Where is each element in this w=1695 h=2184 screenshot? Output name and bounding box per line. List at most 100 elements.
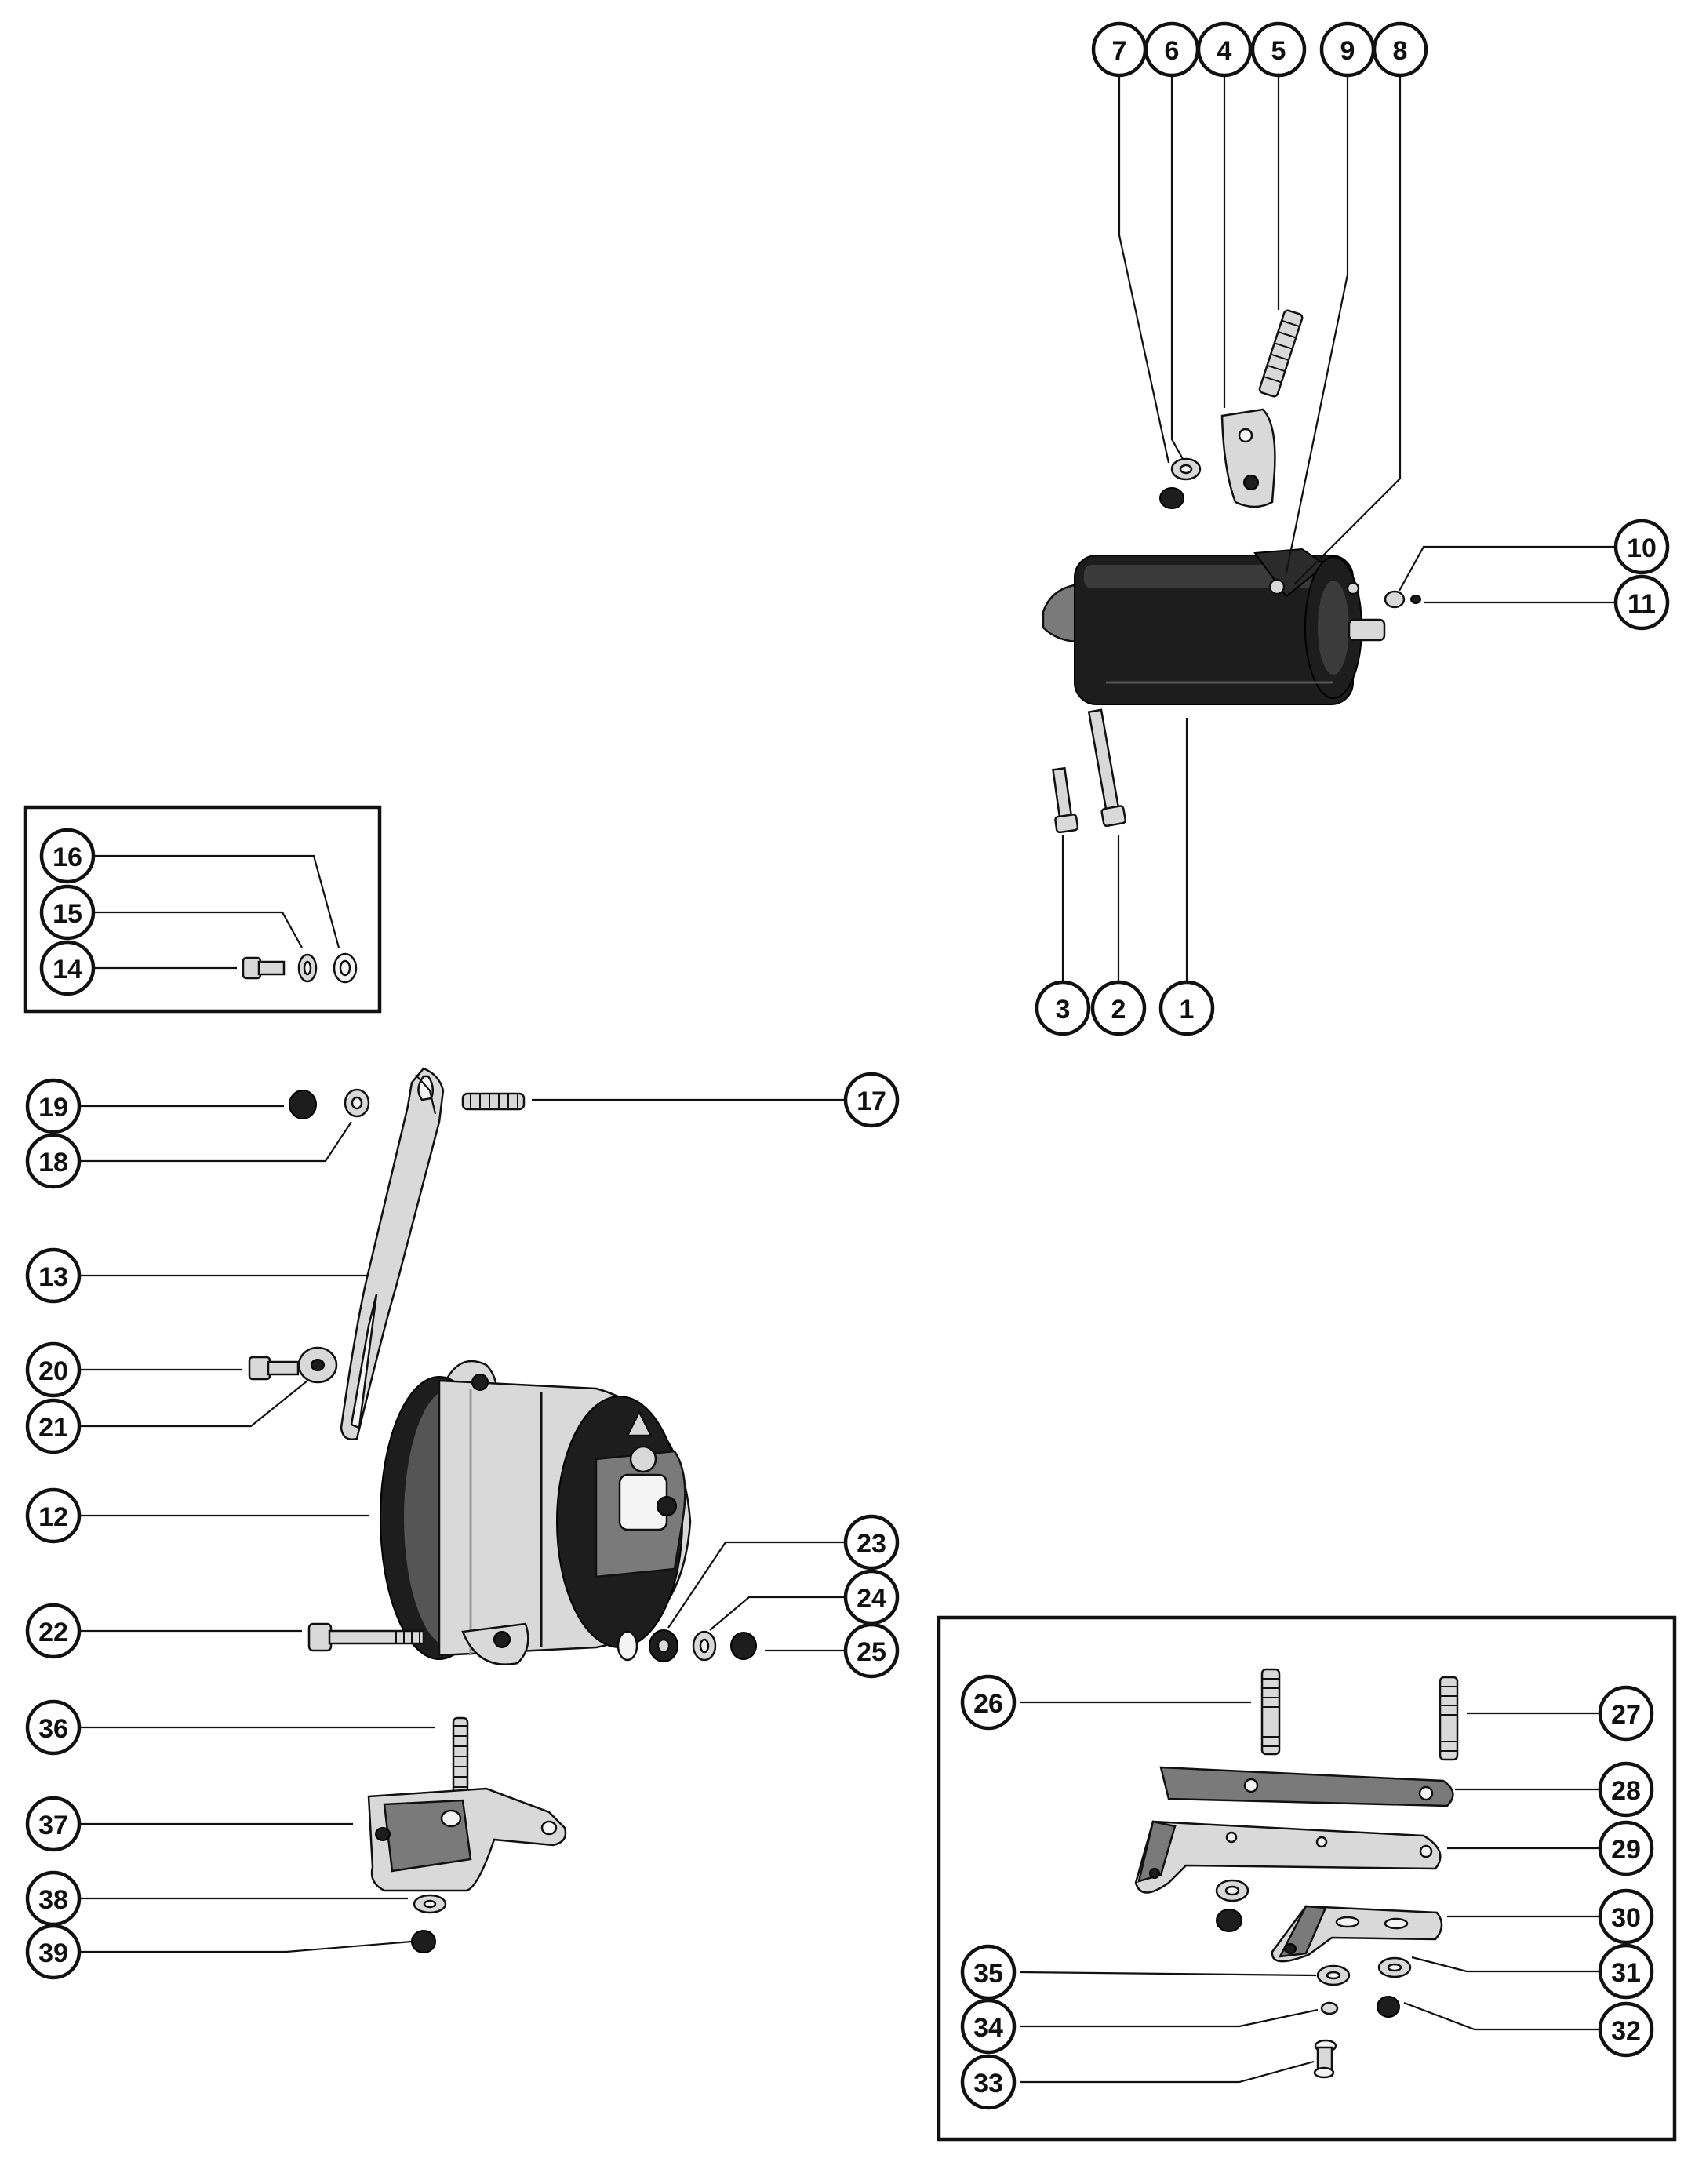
svg-text:3: 3 [1056, 995, 1071, 1025]
callout-26: 26 [960, 1674, 1017, 1731]
callout-25: 25 [843, 1622, 900, 1679]
alternator-mounting-bracket [367, 1787, 567, 1892]
svg-text:33: 33 [973, 2069, 1003, 2098]
bracket-stud [452, 1716, 469, 1806]
svg-text:36: 36 [38, 1714, 68, 1744]
svg-text:26: 26 [973, 1689, 1003, 1719]
svg-text:11: 11 [1628, 589, 1656, 619]
callout-2: 2 [1090, 980, 1147, 1036]
callout-32: 32 [1598, 2001, 1654, 2058]
starter-motor-group [1042, 309, 1421, 834]
starter-bolt-long [1087, 708, 1127, 828]
inset-bolt [242, 956, 286, 980]
svg-text:13: 13 [38, 1262, 68, 1292]
callout-3: 3 [1035, 980, 1091, 1036]
callout-1: 1 [1158, 980, 1215, 1036]
callout-39: 39 [25, 1924, 82, 1980]
inset-bracket-lower [1134, 1820, 1442, 1894]
svg-text:6: 6 [1165, 36, 1180, 66]
callout-15: 15 [39, 884, 96, 941]
callout-27: 27 [1598, 1685, 1654, 1742]
svg-text:1: 1 [1180, 995, 1195, 1025]
starter-motor [1042, 548, 1386, 705]
starter-nut [1159, 487, 1184, 509]
brace-nut [289, 1090, 317, 1119]
callout-9: 9 [1319, 21, 1376, 78]
starter-brace [1220, 408, 1276, 508]
inset-stud-left [1260, 1668, 1281, 1756]
callout-10: 10 [1613, 519, 1670, 575]
callout-13: 13 [25, 1247, 82, 1304]
svg-text:15: 15 [53, 899, 82, 929]
inset-small-bracket [1271, 1905, 1443, 1963]
callout-4: 4 [1196, 21, 1253, 78]
callout-12: 12 [25, 1487, 82, 1544]
callout-23: 23 [843, 1514, 900, 1571]
svg-text:22: 22 [38, 1618, 68, 1647]
pivot-washer [617, 1630, 638, 1662]
callout-37: 37 [25, 1796, 82, 1852]
svg-text:21: 21 [38, 1413, 68, 1443]
svg-text:29: 29 [1611, 1835, 1641, 1865]
callout-21: 21 [25, 1398, 82, 1454]
brace-bolt [248, 1356, 300, 1381]
callout-36: 36 [25, 1699, 82, 1756]
callout-24: 24 [843, 1569, 900, 1625]
terminal-nut [1410, 595, 1421, 604]
svg-text:39: 39 [38, 1938, 68, 1968]
starter-stud [1258, 309, 1304, 398]
svg-text:17: 17 [857, 1087, 886, 1116]
pivot-spacer [649, 1629, 678, 1662]
inset-frame-brackets [937, 1615, 1677, 2142]
svg-text:34: 34 [973, 2013, 1003, 2043]
inset-nut [1377, 1996, 1400, 2018]
brace-stud [461, 1092, 526, 1111]
callout-16: 16 [39, 828, 96, 884]
svg-text:19: 19 [38, 1093, 68, 1123]
alternator-group [242, 952, 757, 1953]
svg-text:32: 32 [1611, 2016, 1641, 2046]
svg-text:28: 28 [1611, 1776, 1641, 1806]
callout-29: 29 [1598, 1820, 1654, 1876]
callout-11: 11 [1613, 574, 1670, 631]
callout-14: 14 [39, 940, 96, 996]
inset-frame-bolt-washers [23, 805, 382, 1014]
callout-19: 19 [25, 1078, 82, 1134]
callout-22: 22 [25, 1603, 82, 1659]
svg-text:9: 9 [1340, 36, 1355, 66]
svg-text:8: 8 [1393, 36, 1408, 66]
svg-text:30: 30 [1611, 1903, 1641, 1933]
svg-text:5: 5 [1271, 36, 1286, 66]
callout-28: 28 [1598, 1761, 1654, 1818]
svg-text:27: 27 [1611, 1700, 1641, 1730]
callout-5: 5 [1250, 21, 1307, 78]
svg-text:25: 25 [857, 1637, 886, 1667]
svg-text:31: 31 [1611, 1958, 1641, 1988]
inset-strap-upper [1159, 1766, 1454, 1807]
svg-text:24: 24 [857, 1584, 886, 1614]
bracket-inset-group [1134, 1668, 1459, 2079]
svg-text:12: 12 [38, 1502, 68, 1532]
alternator [380, 1360, 692, 1665]
svg-text:37: 37 [38, 1811, 68, 1840]
callout-7: 7 [1091, 21, 1148, 78]
svg-text:10: 10 [1627, 533, 1657, 563]
svg-text:23: 23 [857, 1529, 886, 1559]
callout-35: 35 [960, 1944, 1017, 2000]
svg-text:35: 35 [973, 1959, 1003, 1989]
svg-text:20: 20 [38, 1356, 68, 1386]
svg-text:7: 7 [1112, 36, 1127, 66]
callout-31: 31 [1598, 1943, 1654, 2000]
svg-text:16: 16 [53, 843, 82, 872]
starter-bolt-short [1052, 766, 1079, 834]
callout-20: 20 [25, 1341, 82, 1398]
callout-34: 34 [960, 1998, 1017, 2055]
callout-8: 8 [1372, 21, 1428, 78]
bracket-nut [411, 1930, 436, 1953]
callout-38: 38 [25, 1870, 82, 1927]
callout-30: 30 [1598, 1888, 1654, 1945]
callout-17: 17 [843, 1072, 900, 1128]
terminal-washer [1384, 590, 1406, 609]
svg-text:2: 2 [1111, 995, 1126, 1025]
